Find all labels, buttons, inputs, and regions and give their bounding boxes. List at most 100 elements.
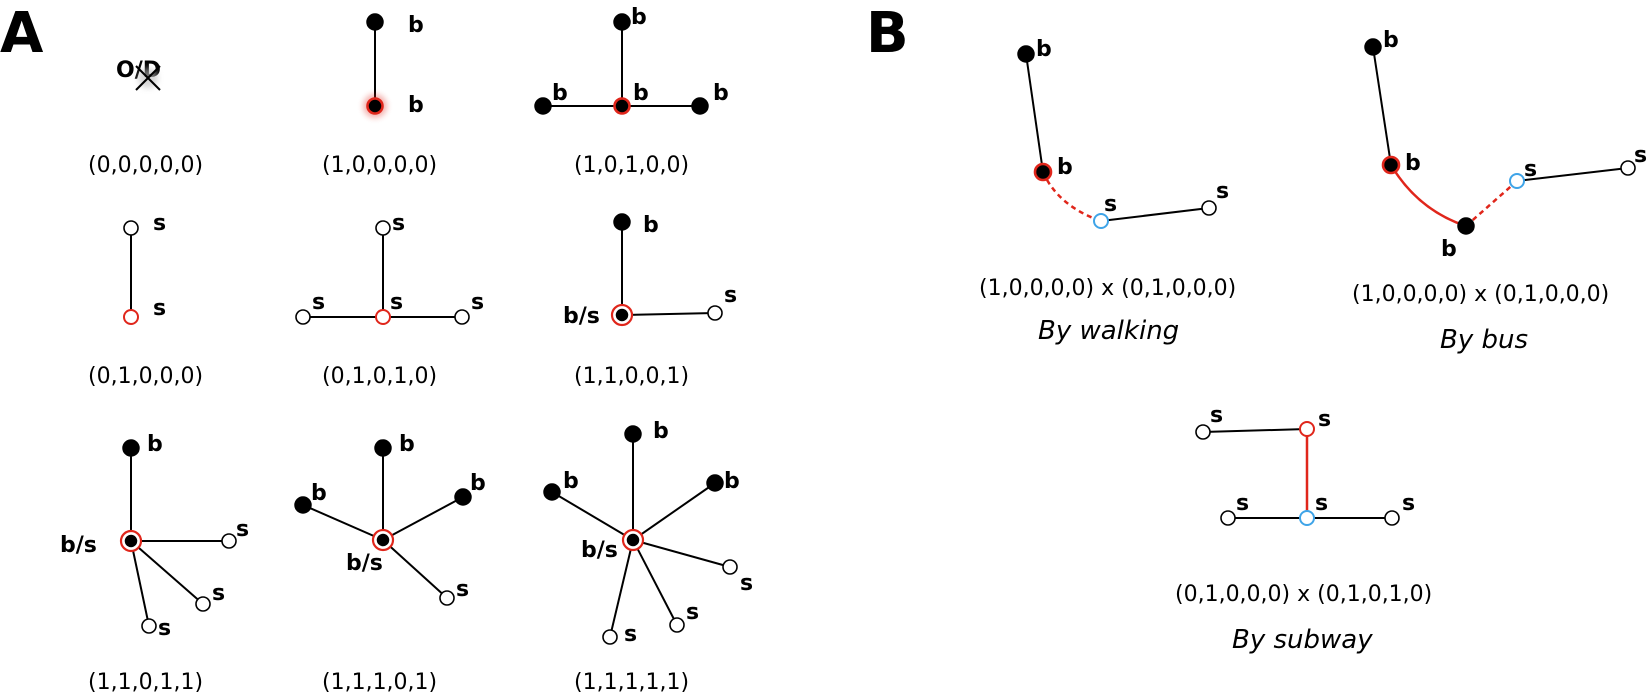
- a2-caption: (1,0,0,0,0): [322, 153, 437, 178]
- od-cross-icon: [135, 65, 161, 91]
- node-label: s: [1634, 143, 1647, 168]
- node-label: b: [399, 432, 415, 457]
- node-label: b/s: [346, 551, 383, 576]
- a1-od-diagram: O/D (0,0,0,0,0): [88, 58, 203, 178]
- stop-node: [1201, 200, 1217, 216]
- network-edge: [382, 539, 448, 599]
- node-label: b: [470, 471, 486, 496]
- network-edge: [632, 539, 678, 626]
- network-edge: [130, 540, 204, 605]
- bus-node: [1364, 38, 1382, 56]
- node-label: b: [408, 93, 424, 118]
- node-label: s: [1104, 192, 1117, 217]
- network-edge: [1041, 171, 1102, 223]
- stop-node: [1384, 510, 1400, 526]
- node-label: s: [1318, 407, 1331, 432]
- a8-caption: (1,1,1,0,1): [322, 670, 437, 695]
- a9-diagram: b b b s s s b/s (1,1,1,1,1): [543, 419, 753, 695]
- network-edge: [1025, 53, 1044, 173]
- network-edge: [609, 539, 634, 638]
- network-edge: [1516, 167, 1629, 182]
- node-label: s: [456, 577, 469, 602]
- stop-node: [1220, 510, 1236, 526]
- bus-node: [1033, 162, 1053, 182]
- network-edge: [632, 539, 731, 568]
- b-subway-caption: (0,1,0,0,0) x (0,1,0,1,0): [1175, 582, 1432, 607]
- bus-node: [124, 534, 138, 548]
- stop-node: [1620, 160, 1636, 176]
- a3-caption: (1,0,1,0,0): [574, 153, 689, 178]
- network-edge: [130, 540, 150, 627]
- node-label: b: [1036, 37, 1052, 62]
- transfer-stop-node: [1299, 510, 1315, 526]
- a8-diagram: b b b s b/s (1,1,1,0,1): [294, 432, 486, 695]
- node-label: b: [643, 213, 659, 238]
- node-label: b: [631, 5, 647, 30]
- node-label: b/s: [581, 538, 618, 563]
- node-label: s: [1402, 491, 1415, 516]
- b-subway-diagram: s s s s s (0,1,0,0,0) x (0,1,0,1,0) By s…: [1175, 403, 1432, 655]
- transfer-stop-node: [1509, 173, 1525, 189]
- panel-b-letter: B: [866, 1, 909, 66]
- bus-node: [626, 533, 640, 547]
- stop-node: [602, 629, 618, 645]
- bus-node: [543, 483, 561, 501]
- stop-node: [722, 559, 738, 575]
- network-edge: [382, 496, 464, 541]
- node-label: s: [390, 290, 403, 315]
- network-edge: [621, 312, 716, 316]
- node-label: s: [236, 517, 249, 542]
- node-label: s: [153, 296, 166, 321]
- bus-node: [1017, 45, 1035, 63]
- node-label: b: [713, 81, 729, 106]
- stop-node: [195, 596, 211, 612]
- a5-caption: (0,1,0,1,0): [322, 364, 437, 389]
- node-label: s: [212, 581, 225, 606]
- a4-diagram: s s (0,1,0,0,0): [88, 211, 203, 389]
- node-label: b: [724, 469, 740, 494]
- b-walking-mode: By walking: [1038, 316, 1179, 346]
- b-bus-caption: (1,0,0,0,0) x (0,1,0,0,0): [1352, 282, 1609, 307]
- stop-node: [295, 309, 311, 325]
- bus-node: [374, 439, 392, 457]
- stop-node: [707, 305, 723, 321]
- b-walking-caption: (1,0,0,0,0) x (0,1,0,0,0): [979, 276, 1236, 301]
- node-label: b: [1405, 151, 1421, 176]
- a6-caption: (1,1,0,0,1): [574, 364, 689, 389]
- bus-node: [122, 439, 140, 457]
- node-label: b: [1057, 155, 1073, 180]
- bus-node-center: [366, 97, 384, 115]
- center-stop-node: [123, 309, 139, 325]
- transfer-stop-node: [1093, 213, 1109, 229]
- bus-node: [1381, 155, 1401, 175]
- node-label: s: [740, 571, 753, 596]
- bus-node: [534, 97, 552, 115]
- stop-node: [375, 220, 391, 236]
- a7-diagram: b s s s b/s (1,1,0,1,1): [60, 432, 249, 695]
- b-bus-diagram: b b b s s (1,0,0,0,0) x (0,1,0,0,0) By b…: [1352, 28, 1647, 355]
- node-label: b/s: [563, 304, 600, 329]
- node-label: b/s: [60, 533, 97, 558]
- node-label: s: [1236, 491, 1249, 516]
- node-label: b: [311, 481, 327, 506]
- b-bus-mode: By bus: [1440, 325, 1528, 355]
- node-label: b: [653, 419, 669, 444]
- panel-a-letter: A: [0, 1, 44, 66]
- node-label: s: [1216, 179, 1229, 204]
- bus-node: [615, 308, 629, 322]
- stop-node: [439, 590, 455, 606]
- network-edge: [302, 504, 384, 541]
- node-label: s: [158, 616, 171, 641]
- network-edge: [135, 65, 161, 91]
- a9-caption: (1,1,1,1,1): [574, 670, 689, 695]
- node-label: s: [312, 290, 325, 315]
- bus-node: [613, 13, 631, 31]
- stop-node: [1195, 424, 1211, 440]
- network-edge: [1372, 46, 1392, 166]
- network-edge: [1202, 428, 1308, 433]
- a1-caption: (0,0,0,0,0): [88, 153, 203, 178]
- network-edge: [632, 482, 716, 541]
- node-label: b: [408, 13, 424, 38]
- node-label: s: [1210, 403, 1223, 428]
